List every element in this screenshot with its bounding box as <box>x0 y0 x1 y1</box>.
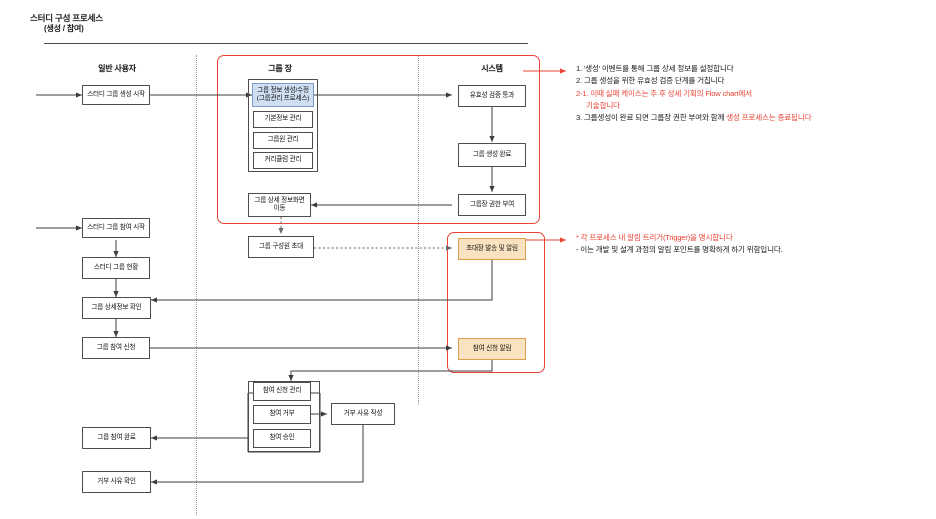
node-check-detail[interactable]: 그룹 상세정보 확인 <box>82 297 151 319</box>
page-subtitle: (생성 / 참여) <box>44 24 84 33</box>
node-basic-info-mgmt[interactable]: 기본정보 관리 <box>253 111 313 128</box>
node-write-reason[interactable]: 거부 사유 작성 <box>331 403 395 425</box>
node-join-notify[interactable]: 참여 신청 알림 <box>458 338 526 360</box>
annotation-line-4: 기술합니다 <box>586 100 620 110</box>
annotation-line-5: 3. 그룹생성이 완료 되면 그룹장 권한 부여와 함께 생성 프로세스는 종료… <box>576 112 812 124</box>
red-region-notification-trigger <box>447 232 545 373</box>
node-leader-authority[interactable]: 그룹장 권한 부여 <box>458 194 526 216</box>
node-check-reason[interactable]: 거부 사유 확인 <box>82 471 151 493</box>
node-invite-notify[interactable]: 초대장 발송 및 알림 <box>458 238 526 260</box>
annotation-line-1: 1. '생성' 이벤트를 통해 그룹 상세 정보를 설정합니다 <box>576 64 734 73</box>
join-request-frame <box>248 381 320 452</box>
page-title: 스터디 구성 프로세스 <box>30 13 103 23</box>
red-region-create-process <box>217 55 540 224</box>
lane-separator-2 <box>418 55 419 405</box>
annotation-line-5-black: 3. 그룹생성이 완료 되면 그룹장 권한 부여와 함께 <box>576 113 727 123</box>
lane-header-leader: 그룹 장 <box>268 64 292 73</box>
annotation-line-3: 2-1. 이때 실패 케이스는 추 후 상세 기획의 Flow chart에서 <box>576 88 752 98</box>
group-management-frame <box>248 79 318 172</box>
annotation-trigger-process: * 각 프로세스 내 알림 트리거(Trigger)을 명시합니다 - 이는 개… <box>576 232 783 257</box>
node-goto-detail[interactable]: 그룹 상세 정보화면 이동 <box>248 193 311 217</box>
node-invite-members[interactable]: 그룹 구성원 초대 <box>248 236 314 258</box>
annotation-trigger-line-2: - 이는 개발 및 설계 과정의 알림 포인트를 명확하게 하기 위함입니다. <box>576 245 783 255</box>
lane-header-system: 시스템 <box>481 64 503 73</box>
node-apply-join[interactable]: 그룹 참여 신청 <box>82 337 150 359</box>
annotation-line-2: 2. 그룹 생성을 위한 유효성 검증 단계를 거칩니다 <box>576 76 725 86</box>
node-start-create[interactable]: 스터디 그룹 생성 시작 <box>82 85 150 105</box>
node-member-mgmt[interactable]: 그룹원 관리 <box>253 132 313 149</box>
node-reject-join[interactable]: 참여 거부 <box>253 405 311 424</box>
node-group-info-edit[interactable]: 그룹 정보 생성/수정 (그룹관리 프로세스) <box>252 83 314 107</box>
annotation-create-process: 1. '생성' 이벤트를 통해 그룹 상세 정보를 설정합니다 2. 그룹 생성… <box>576 63 812 124</box>
lane-header-user: 일반 사용자 <box>98 64 136 73</box>
node-manage-requests[interactable]: 참여 신청 관리 <box>253 382 311 401</box>
annotation-trigger-line-1: * 각 프로세스 내 알림 트리거(Trigger)을 명시합니다 <box>576 233 733 242</box>
lane-separator-1 <box>196 55 197 515</box>
node-join-complete[interactable]: 그룹 참여 완료 <box>82 427 151 449</box>
node-group-created[interactable]: 그룹 생성 완료 <box>458 143 526 167</box>
title-divider <box>44 43 528 44</box>
node-curriculum-mgmt[interactable]: 커리큘럼 관리 <box>253 152 313 169</box>
node-validation-pass[interactable]: 유효성 검증 통과 <box>458 85 526 107</box>
annotation-line-5-red: 생성 프로세스는 종료됩니다 <box>726 113 812 123</box>
node-group-status[interactable]: 스터디 그룹 현황 <box>82 257 150 279</box>
node-start-join[interactable]: 스터디 그룹 참여 시작 <box>82 218 150 238</box>
node-approve-join[interactable]: 참여 승인 <box>253 429 311 448</box>
